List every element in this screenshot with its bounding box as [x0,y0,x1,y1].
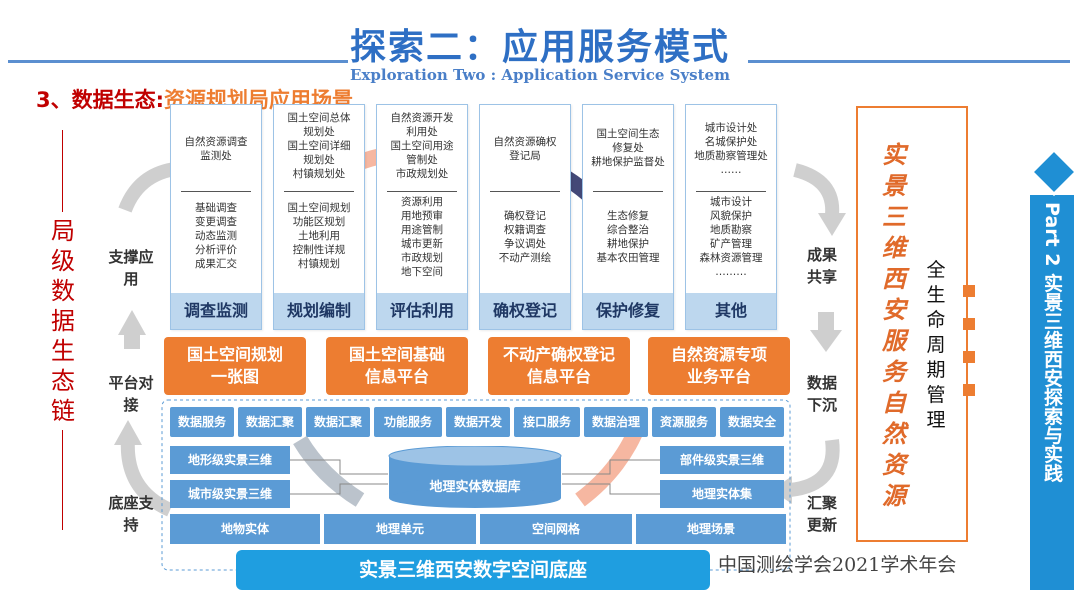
label-sink: 数据下沉 [806,374,837,414]
service-item: 功能服务 [374,407,442,437]
lifecycle-vertical-text: 全生命周期管理 [926,259,946,431]
column-survey: 自然资源调查监测处 基础调查变更调查动态监测分析评价成果汇交 调查监测 [170,104,262,330]
page-subtitle: Exploration Two : Application Service Sy… [350,66,730,84]
platform-planning-map: 国土空间规划一张图 [164,337,306,395]
database-icon [388,446,562,508]
column-footer: 调查监测 [171,293,261,329]
service-item: 数据服务 [170,407,234,437]
curve-arrow-bottom-right [789,439,840,497]
platform-registration: 不动产确权登记信息平台 [488,337,630,395]
foundation-banner: 实景三维西安数字空间底座 [236,550,710,590]
service-item: 数据汇聚 [306,407,370,437]
block-entity-set: 地理实体集 [660,480,784,508]
label-gather: 汇聚更新 [806,494,837,534]
column-protection: 国土空间生态修复处耕地保护监督处 生态修复综合整治耕地保护基本农田管理 保护修复 [582,104,674,330]
service-item: 数据安全 [720,407,784,437]
label-support-app: 支撑应用 [108,248,154,288]
curve-arrow-top-right [793,163,840,216]
entity-units: 地理单元 [324,514,476,544]
label-platform: 平台对接 [108,374,154,414]
service-item: 资源服务 [652,407,716,437]
label-share: 成果共享 [806,246,837,286]
service-item: 接口服务 [514,407,580,437]
page-title: 探索二：应用服务模式 [349,27,730,68]
entity-scene: 地理场景 [636,514,786,544]
entity-features: 地物实体 [170,514,320,544]
label-base: 底座支持 [108,494,154,534]
service-vertical-text: 实景三维西安服务自然资源 [882,141,906,510]
watermark-text: 中国测绘学会2021学术年会 [718,554,957,576]
up-arrow-left [118,310,146,335]
diamond-icon [1030,148,1078,197]
column-footer: 保护修复 [583,293,673,329]
column-footer: 规划编制 [274,293,364,329]
service-item: 数据汇聚 [238,407,302,437]
service-item: 数据治理 [584,407,648,437]
column-footer: 其他 [686,293,776,329]
column-planning: 国土空间总体规划处国土空间详细规划处村镇规划处 国土空间规划功能区规划土地利用控… [273,104,365,330]
column-other: 城市设计处名城保护处地质勘察管理处…… 城市设计风貌保护地质勘察矿产管理森林资源… [685,104,777,330]
column-registration: 自然资源确权登记局 确权登记权籍调查争议调处不动产测绘 确权登记 [479,104,571,330]
service-item: 数据开发 [446,407,510,437]
block-terrain-3d: 地形级实景三维 [170,446,290,474]
block-component-3d: 部件级实景三维 [660,446,784,474]
down-arrow-right [810,330,842,352]
platform-resource-business: 自然资源专项业务平台 [648,337,790,395]
database-label: 地理实体数据库 [429,480,521,495]
entity-grid: 空间网格 [480,514,632,544]
part-tab [1030,195,1074,590]
curve-arrow-bottom-left [120,439,174,517]
column-footer: 确权登记 [480,293,570,329]
part-label: Part 2 实景三维西安探索与实践 [1041,202,1063,483]
column-footer: 评估利用 [377,293,467,329]
left-vertical-label: 局级数据生态链 [51,217,75,425]
section-number: 3、数据生态: [36,88,165,112]
column-evaluation: 自然资源开发利用处国土空间用途管制处市政规划处 资源利用用地预审用途管制城市更新… [376,104,468,330]
platform-basic-info: 国土空间基础信息平台 [326,337,468,395]
block-city-3d: 城市级实景三维 [170,480,290,508]
